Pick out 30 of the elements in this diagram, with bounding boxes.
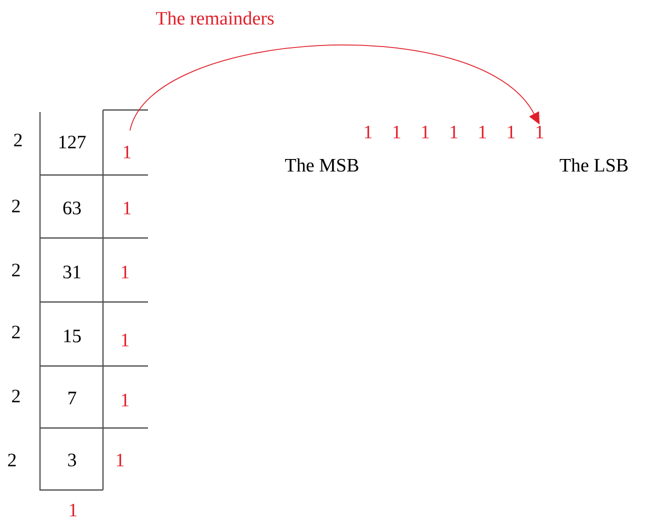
remainder-digit: 1: [124, 146, 131, 158]
edge-label: The remainders: [156, 11, 274, 25]
quotient-number: 127: [59, 136, 86, 148]
remainder-digit: 1: [422, 126, 429, 138]
remainder-digit: 1: [364, 126, 372, 138]
divisor-number: 2: [12, 200, 20, 212]
divisor-number: 2: [12, 326, 20, 338]
remainder-digit: 1: [124, 202, 131, 214]
remainder-digit: 1: [122, 394, 129, 406]
remainder-digit: 1: [508, 126, 515, 138]
remainder-digit: 1: [394, 126, 400, 138]
quotient-number: 63: [63, 202, 81, 214]
remainder-digit: 1: [122, 266, 129, 278]
remainder-digit: 1: [116, 454, 124, 466]
quotient-number: 3: [68, 454, 76, 466]
divisor-number: 2: [14, 134, 22, 146]
quotient-number: 7: [68, 392, 76, 404]
remainder-digit: 1: [70, 504, 77, 516]
divisor-number: 2: [8, 454, 16, 466]
remainder-digit: 1: [122, 334, 129, 346]
quotient-number: 15: [64, 330, 81, 342]
divisor-number: 2: [12, 390, 20, 402]
remainder-digit: 1: [479, 126, 486, 138]
bit-label: The MSB: [285, 158, 358, 172]
quotient-number: 31: [63, 266, 80, 278]
divisor-number: 2: [12, 264, 20, 276]
curved-arrow: [130, 45, 540, 131]
remainder-digit: 1: [450, 126, 458, 138]
bit-label: The LSB: [560, 158, 628, 172]
remainder-digit: 1: [536, 126, 544, 138]
